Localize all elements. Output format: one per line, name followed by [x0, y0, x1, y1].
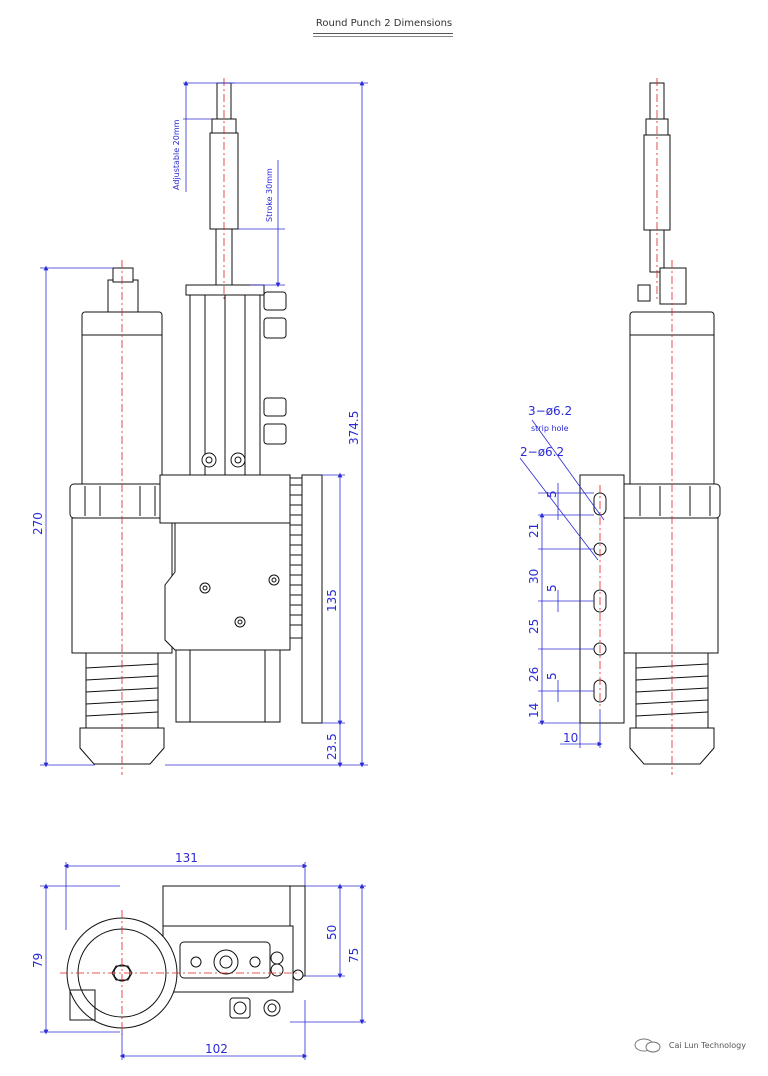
dim-total-height-label: 374.5 [347, 411, 361, 445]
top-dim-width: 131 [175, 851, 198, 865]
front-centerlines [121, 78, 225, 775]
bracket-top [159, 474, 291, 524]
dim-stroke-label: Stroke 30mm [265, 168, 274, 222]
title-underline-2 [313, 36, 453, 37]
top-dim-bottom-width: 102 [205, 1042, 228, 1056]
strip-hole-callout: 3−ø6.2 [528, 404, 572, 418]
top-dimensions [40, 862, 366, 1060]
side-view [579, 82, 721, 765]
dim-base-label: 135 [325, 589, 339, 612]
back-plate [301, 474, 323, 724]
side-dim-0: 5 [545, 490, 559, 498]
side-dimensions [519, 419, 605, 748]
air-fitting-top [263, 291, 287, 311]
side-dim-2: 30 [527, 569, 541, 584]
cable-gland [107, 279, 139, 313]
side-cable-gland [659, 267, 687, 305]
page-title: Round Punch 2 Dimensions [315, 18, 453, 29]
air-fitting-bottom [263, 397, 287, 417]
front-dimensions [40, 80, 368, 768]
dim-body-height-label: 270 [31, 512, 45, 535]
side-dim-1: 21 [527, 523, 541, 538]
watermark: Cai Lun Technology [633, 1037, 746, 1053]
side-cylinder-tube [643, 134, 671, 231]
top-dim-plate: 50 [325, 925, 339, 940]
wechat-icon [634, 1038, 661, 1053]
side-punch-body [623, 517, 719, 654]
side-dim-3: 5 [545, 584, 559, 592]
top-view [66, 885, 306, 1029]
cylinder-top-plate [185, 284, 265, 296]
side-fitting [637, 284, 651, 302]
side-ring-nut [619, 483, 721, 519]
comb-strip [289, 477, 303, 639]
side-dim-7: 14 [527, 703, 541, 718]
dim-adjustable-label: Adjustable 20mm [172, 119, 181, 190]
side-centerlines [599, 78, 673, 775]
strip-hole-sub: strip hole [531, 424, 569, 433]
watermark-text: Cai Lun Technology [668, 1040, 746, 1050]
side-dim-8: 10 [563, 731, 578, 745]
top-centerlines [60, 910, 300, 1035]
side-dim-6: 5 [545, 672, 559, 680]
top-dim-depth: 79 [31, 953, 45, 968]
base-frame [175, 649, 281, 723]
side-dim-5: 26 [527, 667, 541, 682]
front-view [69, 82, 323, 765]
title-underline [313, 33, 453, 34]
top-dim-total-depth: 75 [347, 948, 361, 963]
side-dim-4: 25 [527, 619, 541, 634]
hole-callout: 2−ø6.2 [520, 445, 564, 459]
top-bracket-plate [162, 885, 306, 927]
dim-bottom-label: 23.5 [325, 733, 339, 760]
bracket-plate [164, 522, 291, 651]
